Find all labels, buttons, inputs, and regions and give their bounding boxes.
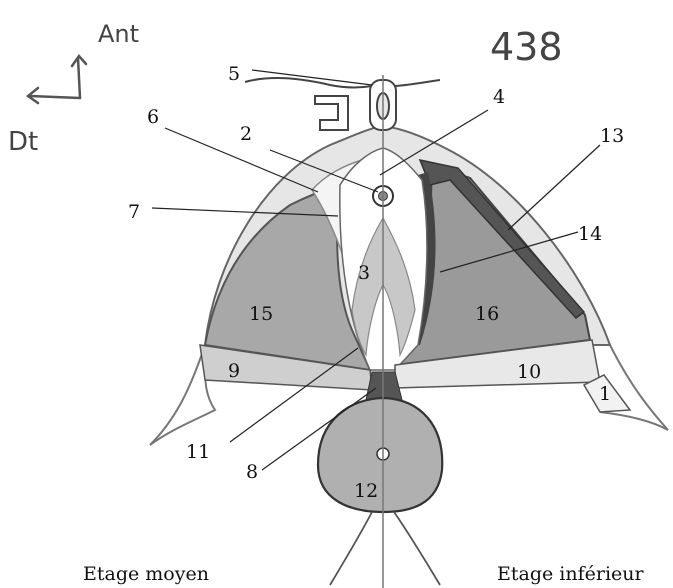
label-5: 5 — [228, 63, 240, 85]
leader-lines — [151, 69, 601, 471]
label-14: 14 — [578, 223, 602, 245]
label-4: 4 — [493, 86, 505, 108]
label-2: 2 — [240, 123, 252, 145]
top-structure — [244, 77, 441, 131]
region-14-band — [410, 172, 436, 345]
label-8: 8 — [246, 461, 258, 483]
label-6: 6 — [147, 106, 159, 128]
label-13: 13 — [600, 125, 624, 147]
caption-left: Etage moyen — [83, 563, 209, 585]
page-number: 438 — [490, 25, 563, 69]
region-1 — [582, 374, 632, 413]
lower-legs — [329, 511, 441, 586]
label-1: 1 — [599, 383, 611, 405]
label-3: 3 — [358, 262, 370, 284]
label-16: 16 — [475, 303, 499, 325]
compass-left-label: Dt — [8, 127, 38, 157]
label-15: 15 — [249, 303, 273, 325]
caption-right: Etage inférieur — [497, 563, 645, 585]
compass-up-label: Ant — [98, 20, 139, 48]
orientation-compass — [25, 53, 88, 105]
label-11: 11 — [186, 441, 210, 463]
label-7: 7 — [128, 201, 140, 223]
label-10: 10 — [517, 361, 541, 383]
label-12: 12 — [354, 480, 378, 502]
label-9: 9 — [228, 360, 240, 382]
